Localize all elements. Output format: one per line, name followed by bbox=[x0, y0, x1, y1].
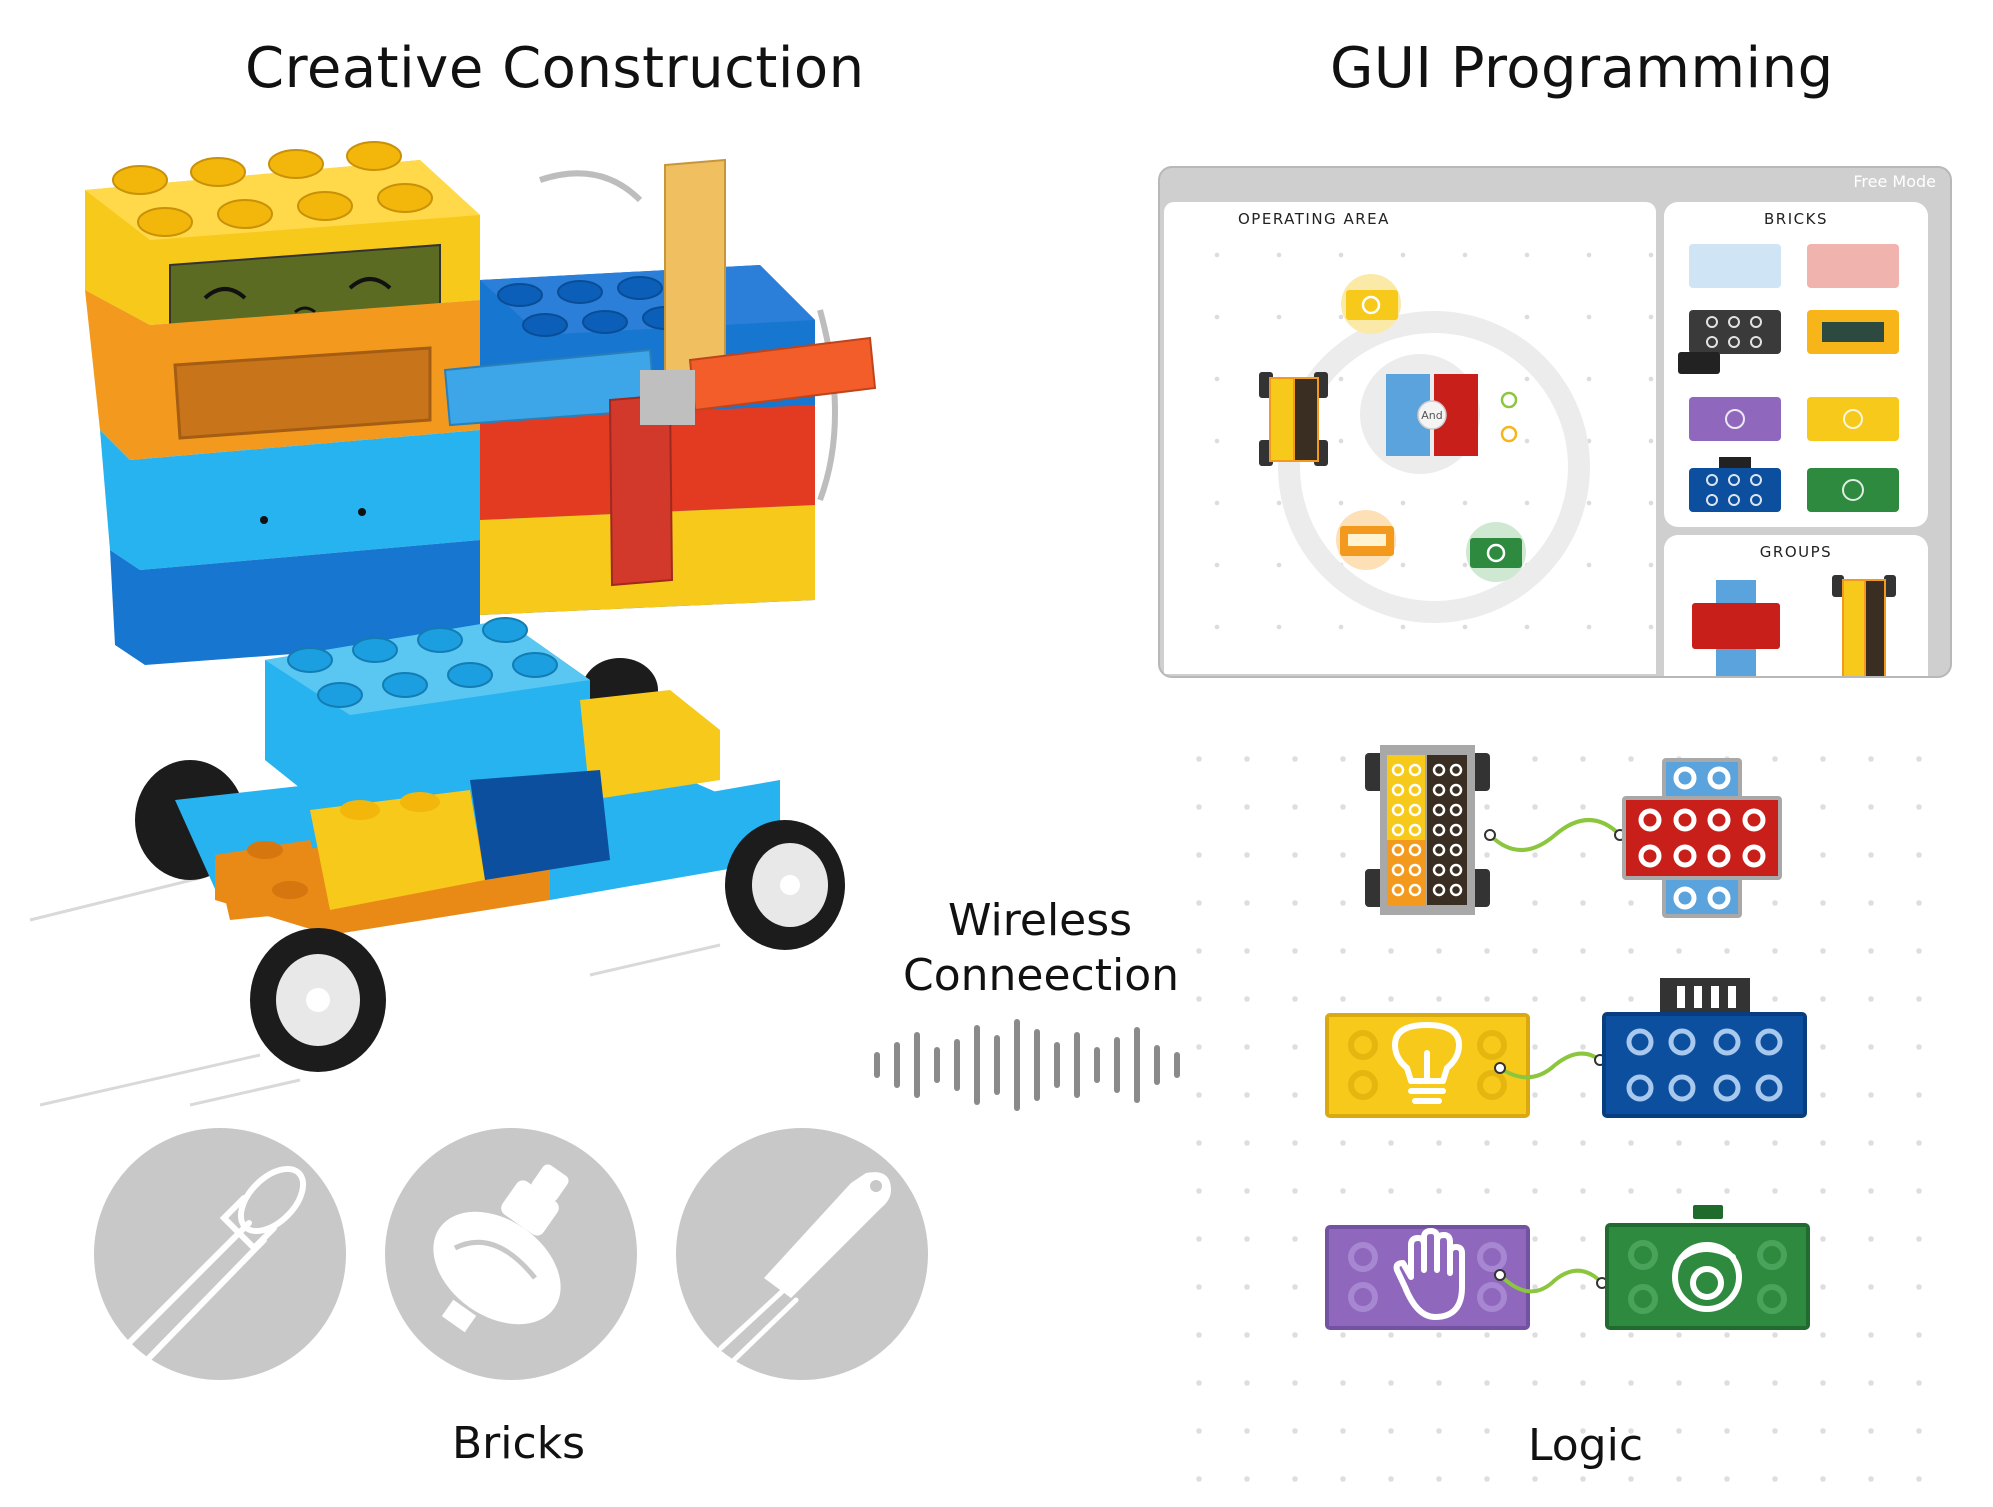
groups-panel: GROUPS bbox=[1664, 535, 1928, 676]
bricks-panel-title: BRICKS bbox=[1764, 210, 1828, 228]
orange-brick-window bbox=[173, 346, 432, 440]
fan-blade-top bbox=[664, 158, 726, 377]
logic-dark-blue-brick bbox=[1602, 978, 1807, 1118]
brick-robot-illustration bbox=[29, 141, 877, 1107]
wireless-caption-line1: Wireless bbox=[948, 895, 1133, 946]
logic-green-camera-brick bbox=[1605, 1205, 1810, 1330]
free-mode-label[interactable]: Free Mode bbox=[1853, 172, 1936, 191]
logic-light-bulb-brick bbox=[1325, 1013, 1530, 1118]
group-red-blue bbox=[1692, 603, 1780, 649]
logic-wire-1 bbox=[1484, 818, 1626, 852]
groups-palette bbox=[1692, 575, 1896, 676]
logic-wire-2 bbox=[1494, 1051, 1606, 1080]
palette-bulb-brick bbox=[1807, 397, 1899, 441]
palette-hand-brick bbox=[1689, 397, 1781, 441]
gui-programming-heading: GUI Programming bbox=[1330, 36, 1834, 101]
palette-dark-brick bbox=[1689, 310, 1781, 354]
bricks-caption: Bricks bbox=[452, 1418, 586, 1469]
op-camera-brick bbox=[1470, 538, 1522, 568]
spin-arc-top bbox=[539, 170, 643, 203]
light-bulb-icon bbox=[1392, 1022, 1462, 1104]
creative-construction-heading: Creative Construction bbox=[245, 36, 865, 101]
logic-red-blue-brick bbox=[1622, 758, 1782, 918]
buzzer-icon bbox=[385, 1128, 637, 1380]
yellow-brick-studs bbox=[112, 141, 433, 237]
logic-hand-brick bbox=[1325, 1225, 1530, 1330]
motion-lines bbox=[29, 876, 721, 1107]
wireless-caption-line2: Conneection bbox=[903, 950, 1180, 1001]
light-sensor-icon bbox=[94, 1128, 346, 1380]
and-operator-label: And bbox=[1421, 409, 1442, 422]
signal-wave-icon bbox=[874, 1019, 1180, 1111]
groups-panel-title: GROUPS bbox=[1759, 543, 1833, 561]
logic-car-group bbox=[1365, 745, 1490, 915]
logic-caption: Logic bbox=[1528, 1420, 1644, 1471]
operating-area-title: OPERATING AREA bbox=[1238, 210, 1390, 228]
camera-icon bbox=[1672, 1242, 1742, 1312]
spin-arc-right bbox=[817, 309, 838, 502]
palette-camera-brick bbox=[1807, 468, 1899, 512]
operating-area-canvas: And bbox=[1259, 274, 1590, 623]
hand-icon bbox=[1393, 1228, 1465, 1320]
logic-wire-3 bbox=[1494, 1268, 1608, 1294]
palette-blue-brick bbox=[1689, 468, 1781, 512]
logic-dot-grid bbox=[1175, 735, 1935, 1495]
palette-light-blue-brick bbox=[1689, 244, 1781, 288]
bricks-palette bbox=[1678, 244, 1899, 512]
op-light-bulb-brick bbox=[1346, 290, 1398, 320]
pen-icon bbox=[676, 1128, 928, 1380]
operating-area-panel[interactable]: OPERATING AREA And bbox=[1164, 202, 1656, 674]
bricks-panel: BRICKS bbox=[1664, 202, 1928, 527]
palette-pink-brick bbox=[1807, 244, 1899, 288]
gui-programming-window: Free Mode OPERATING AREA And bbox=[1158, 166, 1952, 678]
